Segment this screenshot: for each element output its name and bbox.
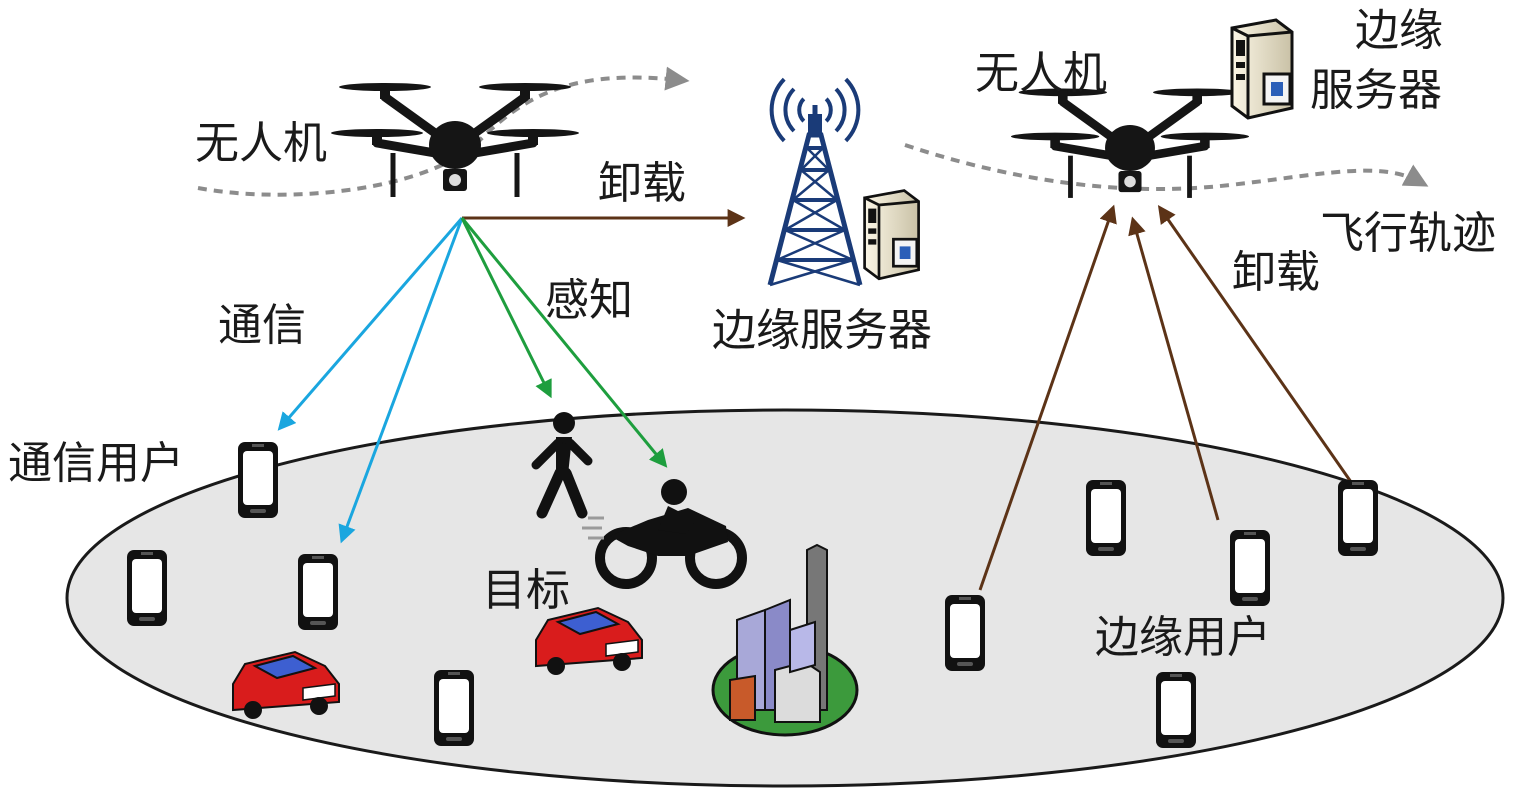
- ground-area: [65, 408, 1505, 788]
- edge-user-phone-2: [1086, 480, 1126, 556]
- edge-users-label: 边缘用户: [1095, 612, 1271, 663]
- edge-user-phone-1: [945, 595, 985, 671]
- offload-arrow-edge-user-2: [1128, 216, 1220, 521]
- city-buildings-icon: [711, 543, 859, 737]
- offload-arrow-edge-user-1: [978, 204, 1117, 591]
- comm-user-phone-4: [434, 670, 474, 746]
- edge-server-right-label-line1: 边缘: [1355, 5, 1443, 56]
- comm-arrow-user-2: [338, 217, 464, 544]
- comm-user-phone-1: [238, 442, 278, 518]
- edge-user-phone-4: [1338, 480, 1378, 556]
- offload-top-label: 卸载: [598, 158, 686, 209]
- flight-path-right: [904, 143, 1429, 191]
- motorcycle-target-icon: [582, 479, 747, 589]
- comm-user-phone-2: [127, 550, 167, 626]
- car-target-icon-1: [232, 650, 340, 719]
- edge-server-right-label-line2: 服务器: [1310, 65, 1442, 116]
- edge-user-phone-5: [1156, 672, 1196, 748]
- uav-left-icon: [331, 83, 579, 197]
- uav-right-icon: [1010, 88, 1250, 198]
- edge-user-phone-3: [1230, 530, 1270, 606]
- comm-label: 通信: [218, 300, 306, 351]
- sense-label: 感知: [545, 275, 633, 326]
- uav-right-label: 无人机: [975, 48, 1107, 99]
- car-target-icon-2: [535, 606, 643, 675]
- comm-arrow-user-1: [277, 217, 464, 431]
- offload-right-label: 卸载: [1232, 247, 1320, 298]
- comm-user-phone-3: [298, 554, 338, 630]
- edge-server-right-icon: [1230, 18, 1294, 120]
- base-station-tower-icon: [767, 77, 863, 287]
- target-label: 目标: [482, 565, 570, 616]
- offload-arrow-edge-user-3: [1157, 205, 1360, 493]
- edge-server-tower-label: 边缘服务器: [712, 305, 932, 356]
- pedestrian-target-icon: [531, 412, 593, 519]
- uav-left-label: 无人机: [195, 118, 327, 169]
- sense-arrow-pedestrian: [460, 217, 552, 399]
- sense-arrow-motorcycle: [460, 217, 668, 468]
- edge-server-tower-icon: [863, 189, 920, 281]
- flight-path-label: 飞行轨迹: [1320, 208, 1496, 259]
- comm-users-label: 通信用户: [8, 438, 184, 489]
